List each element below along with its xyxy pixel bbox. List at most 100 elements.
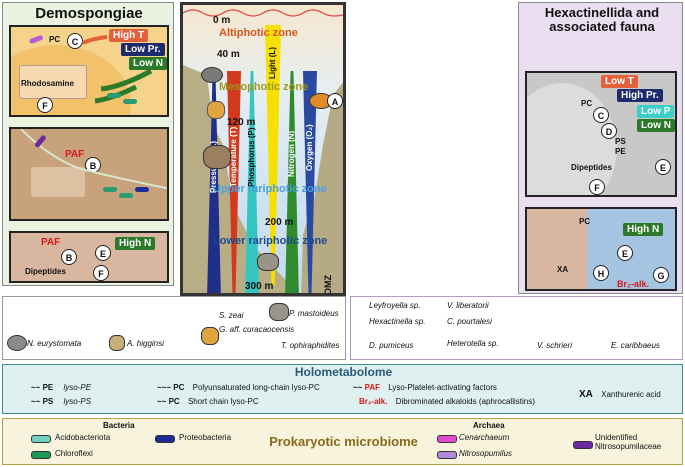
cell-hex <box>527 83 617 195</box>
dipeptides-right: Dipeptides <box>571 163 612 172</box>
right-panel: Hexactinellida and associated fauna Low … <box>518 2 683 294</box>
depth-200: 200 m <box>265 217 294 228</box>
pe-label: PE <box>615 147 626 156</box>
left-panel-title: Demospongiae <box>35 5 143 22</box>
proteobacteria-icon <box>155 435 175 443</box>
species-leyfroyella: Leyfroyella sp. <box>369 301 421 310</box>
label-nitrogen: Nitrogen (N) <box>287 130 296 177</box>
demosponge-box-3: High N PAF B E F Dipeptides <box>9 231 169 283</box>
holo-item-pe: ~~ PE lyso-PE <box>31 383 92 392</box>
marker-c: C <box>67 33 83 49</box>
species-icon-4 <box>269 303 289 321</box>
species-e-caribbaeus: E. caribbaeus <box>611 341 660 350</box>
marker-e-deep: E <box>617 245 633 261</box>
marker-e-left: E <box>95 245 111 261</box>
low-n-tag-right: Low N <box>637 119 675 132</box>
paf-tag-2: PAF <box>41 237 61 248</box>
bacteria-chloroflexi: Chloroflexi <box>55 449 93 458</box>
holo-desc-ps: lyso-PS <box>63 397 92 406</box>
right-panel-title: Hexactinellida and associated fauna <box>544 5 660 34</box>
species-a-higginsi: A. higginsi <box>127 339 164 348</box>
marker-g: G <box>653 267 669 283</box>
marker-f: F <box>37 97 53 113</box>
microbiome-panel: Prokaryotic microbiome Bacteria Archaea … <box>2 418 683 465</box>
holo-abbr-pe: PE <box>42 383 54 392</box>
sponge-icon-3 <box>203 145 231 169</box>
sponge-icon-1 <box>201 67 223 83</box>
holo-desc-xa: Xanthurenic acid <box>601 390 661 399</box>
demosponge-box-2: PAF B <box>9 127 169 221</box>
species-hexactinella: Hexactinella sp. <box>369 317 426 326</box>
dipeptides-left: Dipeptides <box>25 267 66 276</box>
holo-desc-pc-long: Polyunsaturated long-chain lyso-PC <box>192 383 320 392</box>
species-legend-right: Leyfroyella sp. V. liberatorii Hexactine… <box>350 296 683 360</box>
holo-abbr-ps: PS <box>42 397 54 406</box>
sponge-icon-4 <box>257 253 279 271</box>
sponge-icon-2 <box>207 101 225 119</box>
species-legend-left: N. eurystomata A. higginsi G. aff. curac… <box>2 296 346 360</box>
archaea-label: Archaea <box>473 421 505 430</box>
marker-d: D <box>601 123 617 139</box>
marker-a: A <box>327 93 343 109</box>
label-phosphorus: Phosphorus (P) <box>247 127 256 187</box>
cell-rhodosamine <box>19 65 87 99</box>
high-t-tag: High T <box>109 29 149 42</box>
zone-mesophotic: Mesophotic zone <box>219 81 309 93</box>
species-n-eurystomata: N. eurystomata <box>27 339 82 348</box>
species-c-pourtalesi: C. pourtalesi <box>447 317 492 326</box>
pc-label-deep: PC <box>579 217 591 226</box>
species-v-schrieri: V. schrieri <box>537 341 572 350</box>
label-oxygen: Oxygen (O₂) <box>305 124 314 171</box>
depth-0: 0 m <box>213 15 231 26</box>
paf-tag-1: PAF <box>65 149 85 160</box>
br2-label: Br₂-alk. <box>617 279 650 289</box>
depth-300: 300 m <box>245 281 274 292</box>
species-icon-1 <box>7 335 27 351</box>
holo-desc-pc-short: Short chain lyso-PC <box>187 397 259 406</box>
center-panel: Pressure (Pr.) Temperature (T) Phosphoru… <box>180 2 346 296</box>
species-s-zeai: S. zeai <box>219 311 244 320</box>
left-panel: Demospongiae Rhodosamine High T Low Pr. … <box>2 2 174 286</box>
holo-abbr-xa: XA <box>579 389 593 400</box>
pc-label-right: PC <box>581 99 593 108</box>
high-n-tag-right: High N <box>623 223 664 236</box>
archaea-nitrosopumilus: Nitrosopumilus <box>459 449 512 458</box>
depth-40: 40 m <box>217 49 240 60</box>
bacteria-label: Bacteria <box>103 421 135 430</box>
low-p-tag: Low P <box>637 105 675 118</box>
species-icon-2 <box>109 335 125 351</box>
nitrosopumilus-icon <box>437 451 457 459</box>
low-n-tag: Low N <box>129 57 167 70</box>
high-pr-tag: High Pr. <box>617 89 663 102</box>
holo-item-pc-short: ~~ PC Short chain lyso-PC <box>157 397 259 406</box>
species-heterotella: Heterotella sp. <box>447 339 499 348</box>
low-pr-tag: Low Pr. <box>121 43 165 56</box>
holo-abbr-paf: PAF <box>364 383 380 392</box>
xa-label: XA <box>557 265 569 274</box>
holo-abbr-pc-long: PC <box>173 383 185 392</box>
cell-box2 <box>31 167 85 197</box>
holo-desc-pe: lyso-PE <box>63 383 92 392</box>
holo-desc-br2: Dibrominated alkaloids (aphrocallistins) <box>395 397 535 406</box>
marker-f-left: F <box>93 265 109 281</box>
ps-label: PS <box>615 137 626 146</box>
box1-arrows <box>29 35 153 104</box>
holo-abbr-br2: Br₂-alk. <box>359 397 388 406</box>
depth-120: 120 m <box>227 117 256 128</box>
marker-e-right: E <box>655 159 671 175</box>
species-d-pumiceus: D. pumiceus <box>369 341 414 350</box>
species-v-liberatorii: V. liberatorii <box>447 301 489 310</box>
rhodosamine-label: Rhodosamine <box>21 79 74 88</box>
holo-item-xa: XA Xanthurenic acid <box>579 389 661 400</box>
holo-desc-paf: Lyso-Platelet-activating factors <box>388 383 497 392</box>
bacteria-proteobacteria: Proteobacteria <box>179 433 232 442</box>
species-g-curacaocensis: G. aff. curacaocensis <box>219 325 295 334</box>
cenarchaeum-icon <box>437 435 457 443</box>
bacteria-acidobacteriota: Acidobacteriota <box>55 433 111 442</box>
box2-microbes <box>20 129 167 198</box>
hexactinellid-box-2: PC High N E XA H G Br₂-alk. <box>525 207 677 291</box>
holo-item-ps: ~~ PS lyso-PS <box>31 397 92 406</box>
label-omz: OMZ <box>323 275 333 295</box>
archaea-cenarchaeum: Cenarchaeum <box>459 433 510 442</box>
marker-b-2: B <box>61 249 77 265</box>
